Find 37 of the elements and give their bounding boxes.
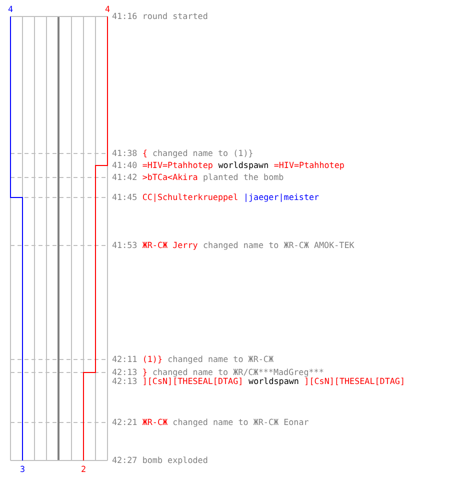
- event-text: round started: [142, 11, 208, 21]
- timestamp: 41:53: [112, 240, 138, 250]
- timestamp: 41:40: [112, 160, 138, 170]
- player-name: =HIV=Ptahhotep: [274, 160, 344, 170]
- player-name: CC|Schulterkrueppel: [142, 192, 238, 202]
- player-name: >bTCa<Akira: [142, 172, 198, 182]
- player-name: }: [142, 367, 148, 377]
- team-count: 4: [8, 4, 14, 14]
- timestamp: 42:21: [112, 417, 138, 427]
- timestamp: 42:11: [112, 354, 138, 364]
- timestamp: 42:13: [112, 367, 138, 377]
- event-text: changed name to (1)}: [152, 148, 254, 158]
- timestamp: 41:16: [112, 11, 138, 21]
- event-text: changed name to ЖR-CЖ AMOK-TEK: [203, 240, 354, 250]
- player-name: (1)}: [142, 354, 162, 364]
- team-count: 4: [105, 4, 110, 14]
- team-count: 2: [81, 464, 86, 474]
- event-text: changed name to ЖR/CЖ***MadGreg***: [152, 367, 324, 377]
- event-text: changed name to ЖR-CЖ Eonar: [172, 417, 309, 427]
- player-name: =HIV=Ptahhotep: [142, 160, 213, 170]
- player-name: ][CsN][THESEAL[DTAG]: [304, 376, 405, 386]
- event-text: worldspawn: [218, 160, 269, 170]
- timestamp: 42:27: [112, 455, 138, 465]
- timestamp: 41:45: [112, 192, 138, 202]
- timestamp: 41:38: [112, 148, 138, 158]
- event-text: planted the bomb: [203, 172, 284, 182]
- team-count: 3: [20, 464, 26, 474]
- player-name: ЖR-CЖ: [142, 417, 168, 427]
- timestamp: 41:42: [112, 172, 138, 182]
- event-text: bomb exploded: [142, 455, 208, 465]
- player-name: ЖR-CЖ Jerry: [142, 240, 198, 250]
- event-text: changed name to ЖR-CЖ: [168, 354, 274, 364]
- player-name: |jaeger|meister: [243, 192, 320, 202]
- player-name: ][CsN][THESEAL[DTAG]: [142, 376, 244, 386]
- timestamp: 42:13: [112, 376, 138, 386]
- player-name: {: [142, 148, 148, 158]
- event-text: worldspawn: [248, 376, 299, 386]
